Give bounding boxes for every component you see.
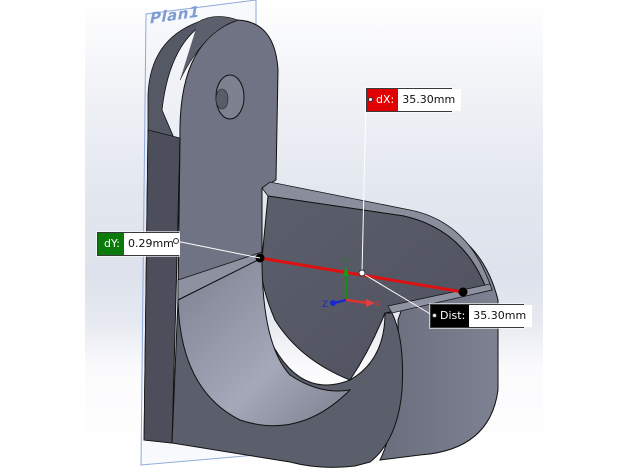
triad-x-axis: [345, 298, 369, 305]
cup-inner-back: [260, 195, 488, 381]
measure-midpoint[interactable]: [358, 269, 366, 277]
dist-callout[interactable]: Dist: 35.30mm: [430, 304, 533, 328]
mounting-hole-inner: [215, 88, 229, 110]
triad-y-label: Y: [342, 257, 348, 265]
leader-dy: [175, 240, 261, 259]
dx-anchor-dot: [368, 97, 373, 102]
dist-label: Dist:: [431, 305, 470, 327]
dy-callout[interactable]: dY: 0.29mm: [97, 232, 180, 256]
dx-label: dX:: [367, 89, 399, 111]
dx-value: 35.30mm: [398, 89, 462, 111]
triad-y-arrow: [343, 266, 349, 276]
dy-value: 0.29mm: [123, 233, 180, 255]
dist-label-text: Dist:: [440, 309, 466, 322]
measure-point-end[interactable]: [458, 287, 468, 297]
model-scene[interactable]: Z Y X: [85, 0, 543, 472]
leader-dist: [361, 272, 433, 316]
triad-x-label: X: [375, 300, 380, 308]
dy-label-text: dY:: [104, 237, 120, 250]
dx-callout[interactable]: dX: 35.30mm: [366, 88, 462, 112]
cup-trough: [177, 257, 352, 427]
triad-z-axis: [333, 298, 347, 305]
graphics-viewport[interactable]: Z Y X Plan1: [85, 0, 543, 472]
dist-value: 35.30mm: [469, 305, 533, 327]
triad-z-arrow: [330, 300, 336, 306]
dx-label-text: dX:: [376, 93, 395, 106]
dist-anchor-dot: [432, 313, 437, 318]
plate-top-edge: [179, 16, 239, 81]
triad-z-label: Z: [322, 300, 328, 310]
dy-label: dY:: [98, 233, 124, 255]
triad-x-arrow: [366, 299, 375, 307]
dy-anchor-dot: [173, 238, 179, 244]
coordinate-triad: Z Y X: [322, 257, 380, 310]
leader-dx: [361, 98, 367, 274]
